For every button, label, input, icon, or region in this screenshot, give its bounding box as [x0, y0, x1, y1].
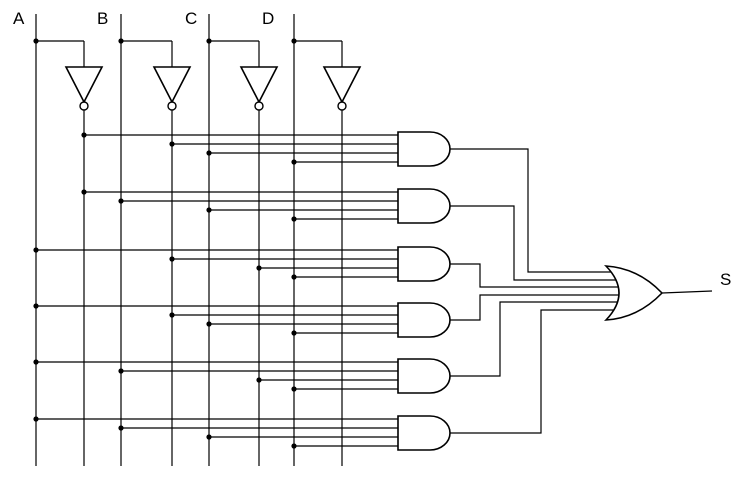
not-gate-bubble-a — [79, 101, 89, 111]
and-gate-1 — [397, 131, 451, 167]
junction-inverter-feed-a — [33, 38, 39, 44]
junction-inverter-feed-d — [291, 38, 297, 44]
not-gate-bubble-c — [254, 101, 264, 111]
input-label-d: D — [262, 9, 274, 28]
junction-and-1-input-2 — [169, 141, 175, 147]
junction-and-3-input-3 — [256, 265, 262, 271]
not-gate-bubble-b — [167, 101, 177, 111]
junction-and-2-input-1 — [81, 189, 87, 195]
junction-and-2-input-4 — [291, 216, 297, 222]
junction-and-4-input-4 — [291, 330, 297, 336]
and-gate-1-output — [450, 148, 620, 273]
output-wire-s — [661, 290, 713, 294]
not-gate-d — [322, 66, 362, 104]
junction-and-5-input-4 — [291, 386, 297, 392]
not-gate-a — [64, 66, 104, 104]
junction-and-1-input-1 — [81, 132, 87, 138]
wires — [35, 14, 713, 466]
junction-and-2-input-2 — [118, 198, 124, 204]
not-gate-bubble-d — [337, 101, 347, 111]
input-label-b: B — [97, 9, 108, 28]
and-gate-4-output — [450, 294, 620, 321]
junction-and-6-input-4 — [291, 443, 297, 449]
junction-and-5-input-1 — [33, 359, 39, 365]
junction-dots — [33, 38, 297, 449]
junction-and-6-input-2 — [118, 425, 124, 431]
junction-inverter-feed-c — [206, 38, 212, 44]
junction-and-6-input-3 — [206, 434, 212, 440]
and-gate-6-output — [450, 309, 620, 434]
junction-and-3-input-1 — [33, 247, 39, 253]
or-gate — [603, 265, 664, 321]
gates — [64, 66, 664, 451]
and-gate-3-output — [450, 263, 620, 288]
output-label-s: S — [720, 270, 731, 289]
and-gate-3 — [397, 246, 451, 282]
and-gate-6 — [397, 415, 451, 451]
junction-and-4-input-3 — [206, 321, 212, 327]
junction-and-5-input-2 — [118, 368, 124, 374]
and-gate-5 — [397, 358, 451, 394]
junction-and-2-input-3 — [206, 207, 212, 213]
junction-and-6-input-1 — [33, 416, 39, 422]
and-gate-5-output — [450, 301, 620, 377]
junction-and-3-input-2 — [169, 256, 175, 262]
junction-and-1-input-4 — [291, 159, 297, 165]
junction-and-4-input-1 — [33, 303, 39, 309]
junction-inverter-feed-b — [118, 38, 124, 44]
input-label-c: C — [185, 9, 197, 28]
junction-and-4-input-2 — [169, 312, 175, 318]
not-gate-c — [239, 66, 279, 104]
input-label-a: A — [13, 9, 25, 28]
junction-and-5-input-3 — [256, 377, 262, 383]
junction-and-3-input-4 — [291, 274, 297, 280]
and-gate-2-output — [450, 205, 620, 281]
junction-and-1-input-3 — [206, 150, 212, 156]
and-gate-4 — [397, 302, 451, 338]
not-gate-b — [152, 66, 192, 104]
and-gate-2 — [397, 188, 451, 224]
